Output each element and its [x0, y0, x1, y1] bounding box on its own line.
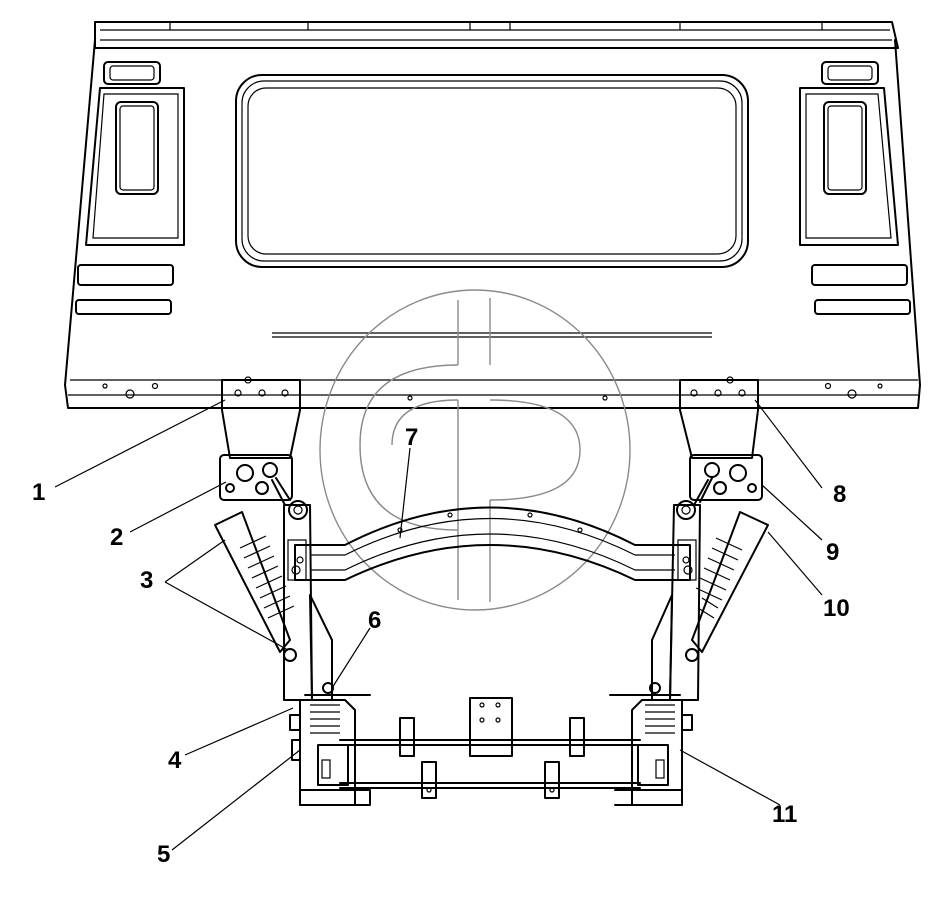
callout-10: 10	[823, 595, 850, 622]
callout-9: 9	[826, 539, 839, 566]
callout-8: 8	[833, 481, 846, 508]
panel-bottom-holes	[102, 382, 883, 401]
left-hinge-assembly	[214, 376, 333, 701]
callout-4: 4	[168, 747, 182, 774]
callouts: 1 2 3 4 5 6 7 8 9 10 11	[32, 424, 850, 868]
rear-window	[235, 74, 749, 268]
left-strut	[214, 511, 297, 662]
callout-6: 6	[368, 607, 381, 634]
right-lower-mount	[614, 682, 693, 806]
right-strut	[685, 511, 769, 662]
left-lower-mount	[289, 682, 371, 806]
callout-11: 11	[772, 801, 797, 828]
right-hinge-assembly	[651, 376, 769, 701]
watermark-logo	[319, 289, 631, 611]
left-panel-features	[75, 61, 185, 315]
cab-rear-panel	[64, 21, 921, 409]
cross-beam	[294, 506, 691, 581]
right-panel-features	[799, 61, 911, 315]
callout-3: 3	[140, 567, 153, 594]
callout-5: 5	[157, 841, 170, 868]
callout-2: 2	[110, 524, 123, 551]
callout-7: 7	[405, 424, 418, 451]
leader-lines	[54, 399, 823, 851]
callout-1: 1	[32, 479, 45, 506]
base-frame	[304, 694, 681, 799]
